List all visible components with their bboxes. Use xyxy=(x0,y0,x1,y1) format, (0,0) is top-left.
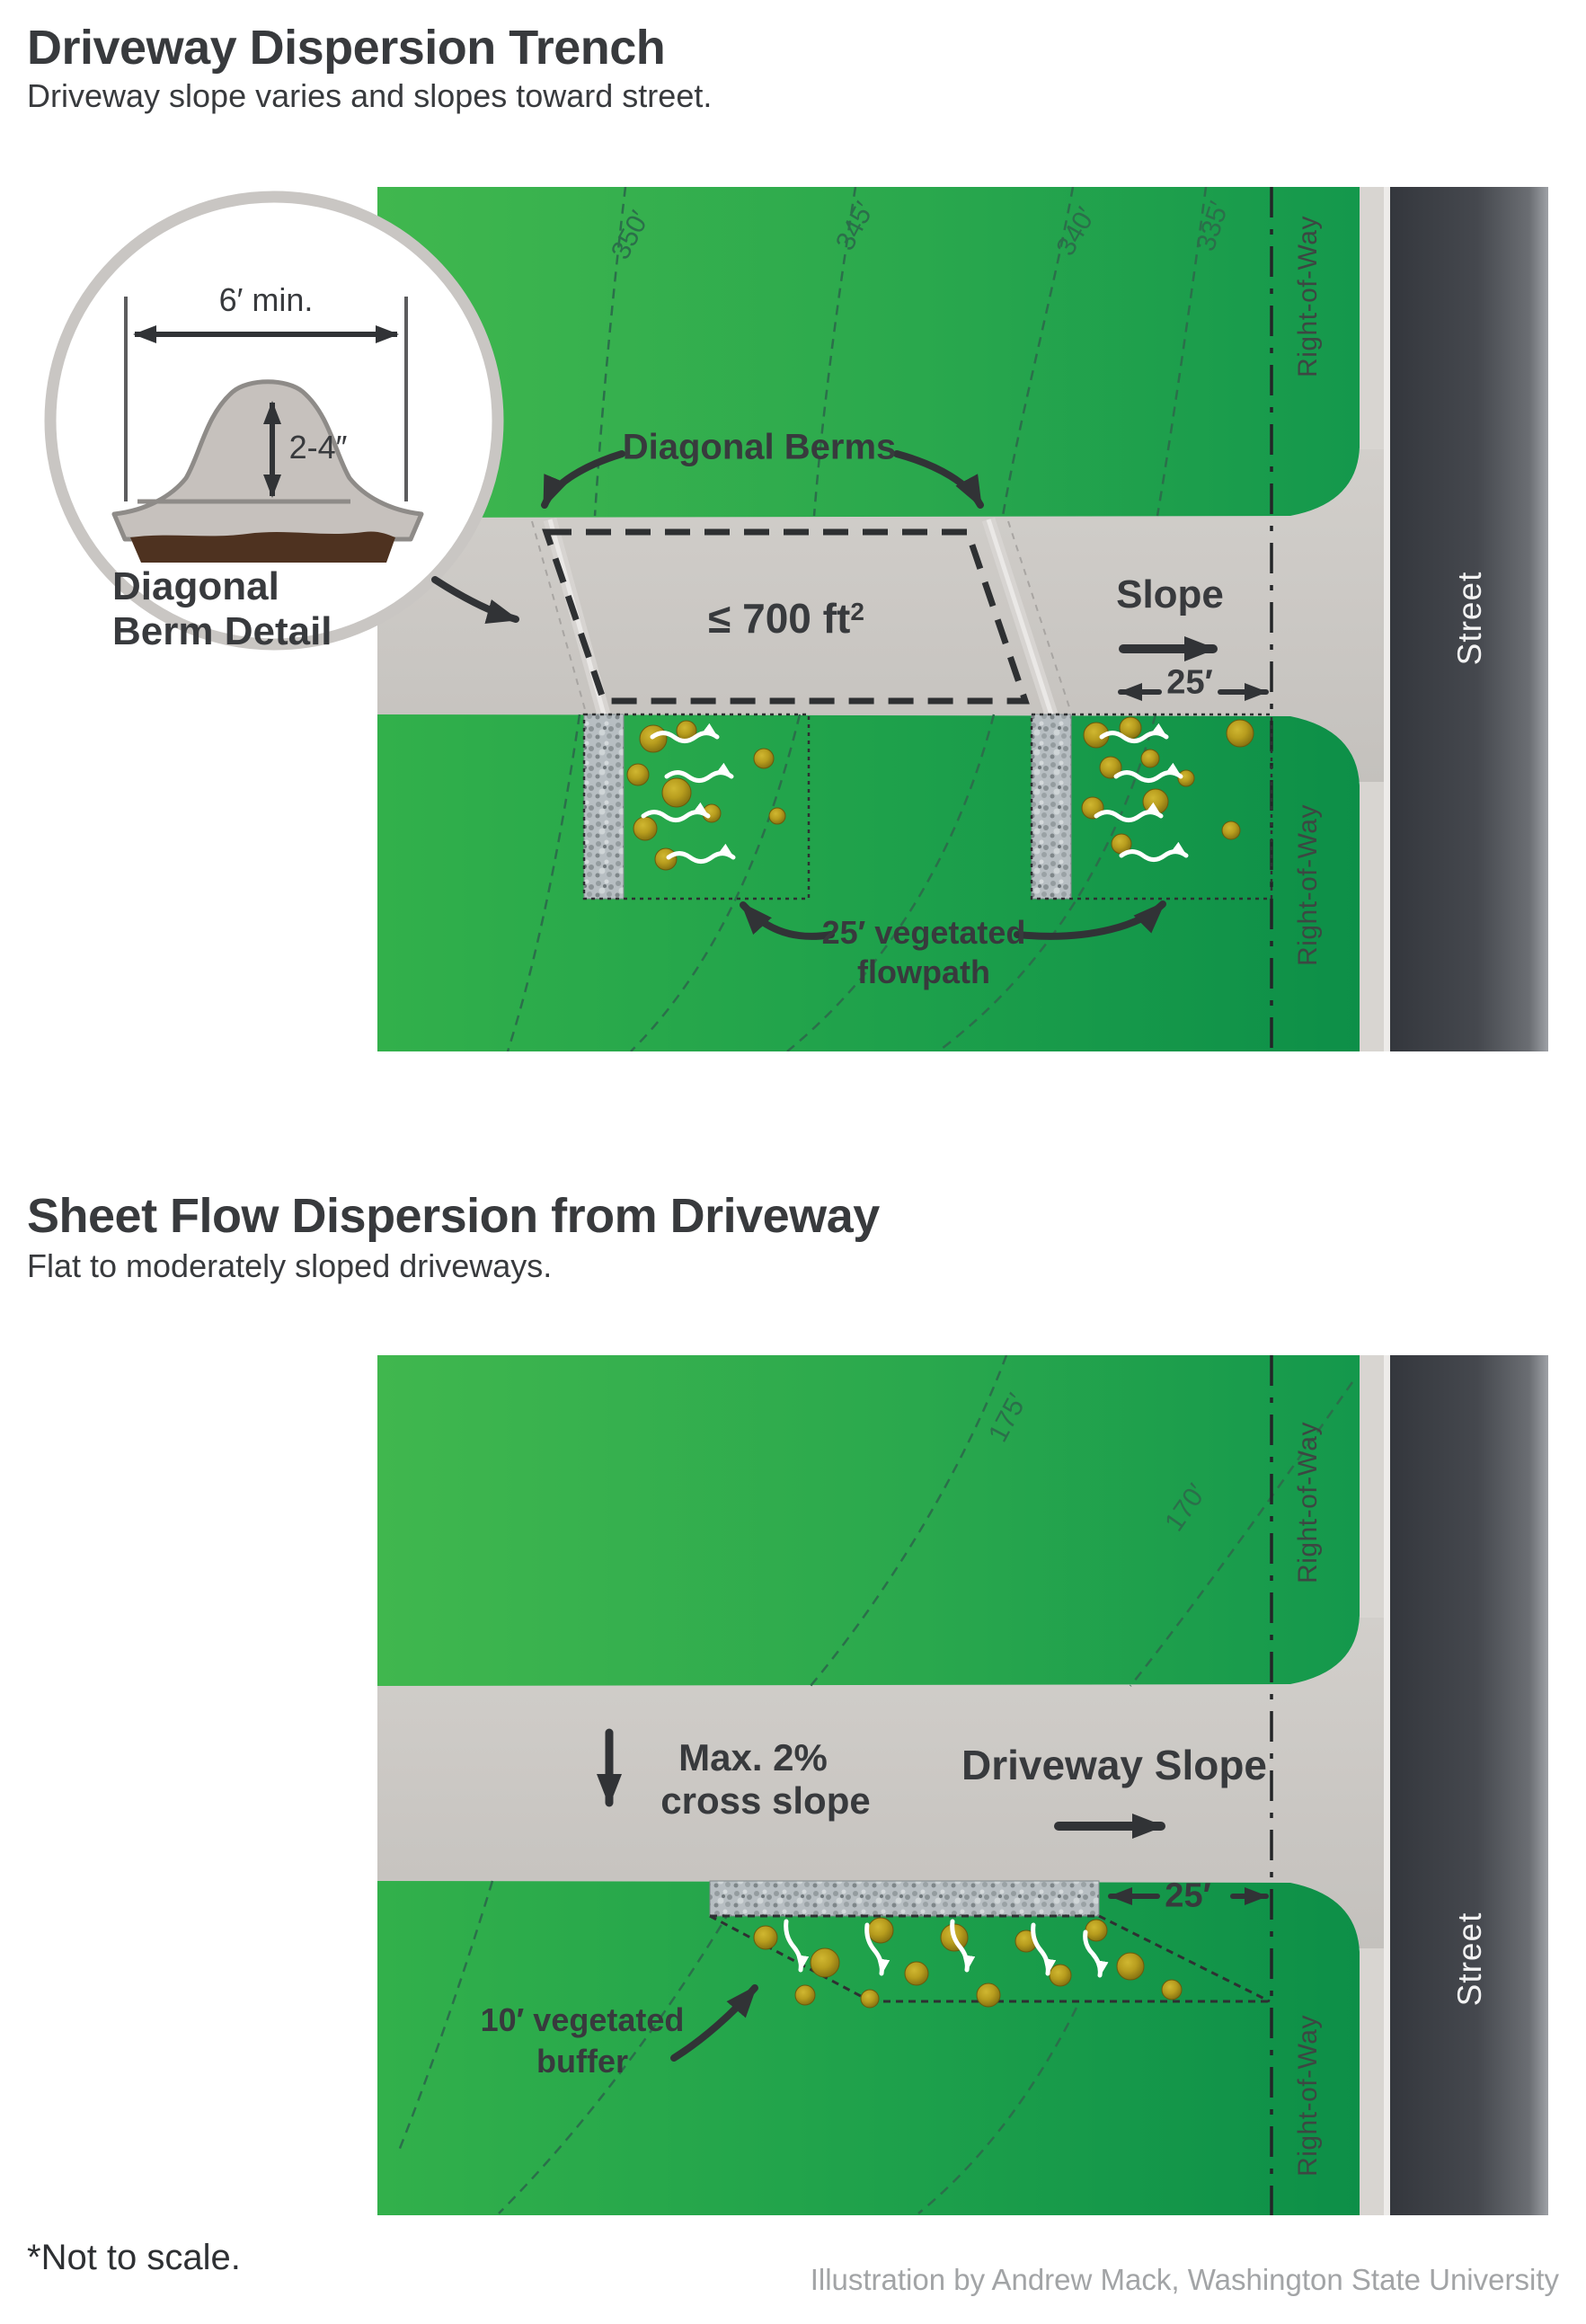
lawn-upper xyxy=(377,1355,1360,1686)
diagonal-berms-label: Diagonal Berms xyxy=(622,427,897,467)
lawn-upper xyxy=(377,187,1360,518)
buffer-label-line1: 10′ vegetated xyxy=(480,2001,685,2038)
right-of-way-label-lower: Right-of-Way xyxy=(1293,804,1323,966)
lawn-lower xyxy=(377,1881,1360,2215)
flowpath-box-right xyxy=(1030,713,1273,900)
driveway-slope-label: Driveway Slope xyxy=(961,1742,1268,1788)
credit-line: Illustration by Andrew Mack, Washington … xyxy=(810,2263,1559,2296)
flowpath-label-line1: 25′ vegetated xyxy=(821,914,1026,951)
flowpath-label-arrow-right xyxy=(1014,900,1166,940)
right-of-way-label-upper: Right-of-Way xyxy=(1293,216,1323,377)
lawn-lower xyxy=(377,714,1360,1051)
right-of-way-label-upper-2: Right-of-Way xyxy=(1293,1422,1323,1583)
trench-area-label: ≤ 700 ft2 xyxy=(708,594,864,643)
trench-area-value: ≤ 700 ft xyxy=(708,595,851,642)
dispersion-trench-right xyxy=(1031,714,1072,900)
annotation-arrows xyxy=(541,450,1269,940)
soil-layer xyxy=(130,531,395,563)
street-label-2: Street xyxy=(1451,1912,1488,2007)
inset-caption-line2: Berm Detail xyxy=(112,609,332,653)
annotation-arrows xyxy=(597,1728,1269,2062)
dimension-arrows xyxy=(133,325,399,498)
setback-dimension-label-2: 25′ xyxy=(1165,1876,1211,1915)
berm-edge-guides xyxy=(531,520,1072,714)
berm-detail-inset xyxy=(44,191,504,651)
dispersion-trench-strip xyxy=(709,1880,1100,1917)
flowpath-label-arrow-left xyxy=(740,901,835,940)
setback-dimension-label: 25′ xyxy=(1166,663,1213,702)
inset-width-label: 6′ min. xyxy=(218,281,314,318)
trench-area-exponent: 2 xyxy=(850,598,864,625)
section2-subtitle: Flat to moderately sloped driveways. xyxy=(27,1247,553,1284)
page-subtitle: Driveway slope varies and slopes toward … xyxy=(27,77,713,114)
page-title: Driveway Dispersion Trench xyxy=(27,21,666,75)
inset-connector-arrow xyxy=(431,576,519,624)
contour-lines xyxy=(506,187,1208,1051)
right-of-way-label-lower-2: Right-of-Way xyxy=(1293,2015,1323,2177)
curb-line xyxy=(1384,187,1390,1051)
diagram2-graphic xyxy=(377,1355,1548,2215)
shrub-cluster xyxy=(626,716,1254,871)
slope-label: Slope xyxy=(1116,572,1224,616)
flowpath-label-line2: flowpath xyxy=(857,954,990,990)
dispersion-trench-left xyxy=(583,714,625,900)
contour-lines xyxy=(395,1355,1354,2214)
buffer-label-arrow xyxy=(670,1984,758,2062)
street-pavement xyxy=(1390,187,1548,1051)
cross-slope-label-line2: cross slope xyxy=(660,1779,871,1822)
buffer-label-line2: buffer xyxy=(536,2043,628,2080)
vegetated-buffer-outline xyxy=(709,1914,1271,2003)
street-pavement xyxy=(1390,1355,1548,2215)
berm-label-arrow-right xyxy=(893,450,984,509)
not-to-scale-note: *Not to scale. xyxy=(27,2238,241,2277)
extension-lines xyxy=(124,297,408,501)
street-label: Street xyxy=(1451,571,1488,666)
section2-title: Sheet Flow Dispersion from Driveway xyxy=(27,1189,880,1243)
inset-height-label: 2-4″ xyxy=(288,429,348,466)
diagram1-graphic xyxy=(377,187,1548,1051)
berm-label-arrow-left xyxy=(541,450,625,509)
shrub-cluster xyxy=(753,1917,1183,2009)
inset-caption-line1: Diagonal xyxy=(112,564,279,608)
flow-arrows xyxy=(641,723,1189,864)
cross-slope-label-line1: Max. 2% xyxy=(678,1736,828,1778)
curb-line xyxy=(1384,1355,1390,2215)
flow-arrows xyxy=(784,1919,1109,1978)
trench-area-outline xyxy=(542,528,1030,705)
flowpath-box-left xyxy=(582,713,811,900)
